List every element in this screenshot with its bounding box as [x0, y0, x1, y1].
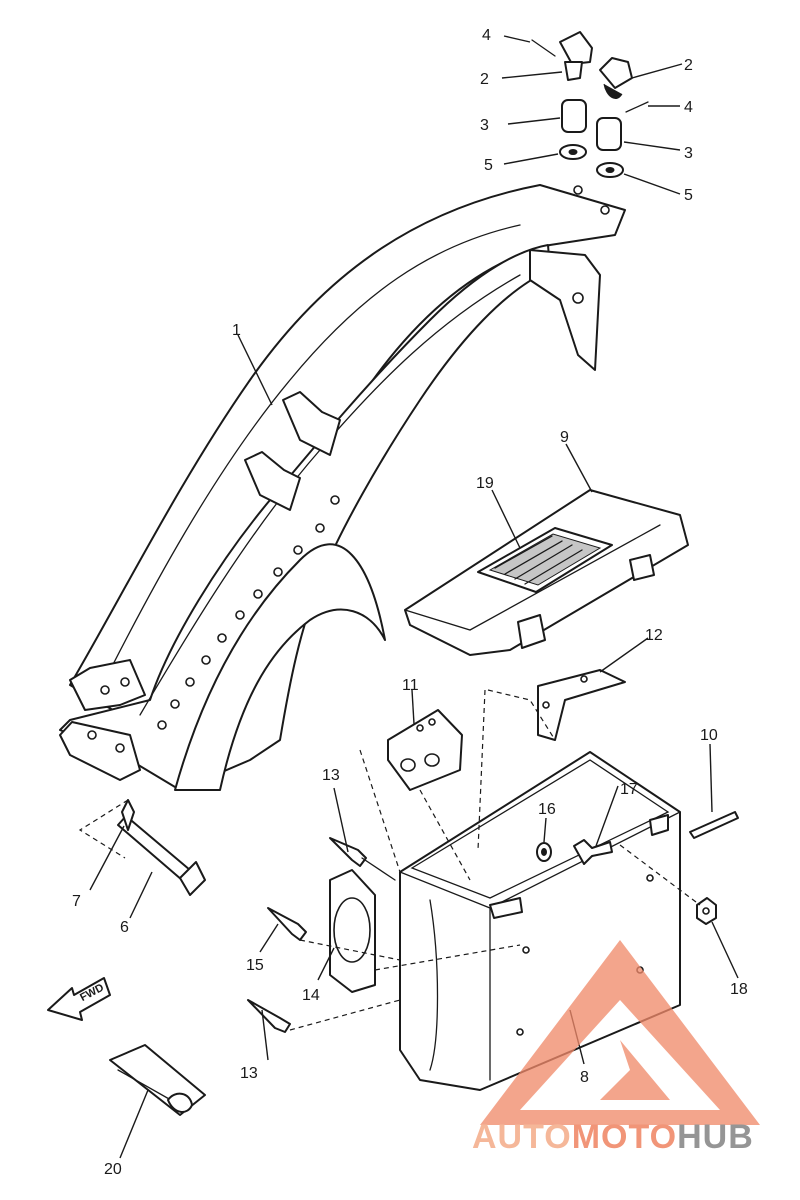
callout-5-left: 5	[484, 157, 493, 174]
hinge-bracket	[537, 669, 626, 741]
gasket-plate	[329, 869, 376, 993]
rear-fender	[59, 184, 626, 791]
watermark-moto: MOTO	[572, 1118, 677, 1156]
dashed-leaders	[289, 689, 701, 1031]
watermark-text: AUTOMOTOHUB	[472, 1118, 754, 1156]
top-mounting-hardware	[531, 31, 649, 178]
callout-4-left: 4	[482, 27, 491, 44]
watermark-logo: AUTOMOTOHUB	[472, 940, 760, 1156]
callout-14: 14	[302, 987, 320, 1004]
callout-5-right: 5	[684, 187, 693, 204]
fasteners	[247, 811, 739, 1033]
forward-arrow-icon: FWD	[47, 977, 111, 1021]
callout-2-left: 2	[480, 71, 489, 88]
watermark-auto: AUTO	[472, 1118, 572, 1156]
callout-11: 11	[402, 677, 419, 694]
callout-13-bottom: 13	[240, 1065, 258, 1082]
callout-20: 20	[104, 1161, 122, 1178]
callout-4-right: 4	[684, 99, 693, 116]
callout-2-right: 2	[684, 57, 693, 74]
callout-3-right: 3	[684, 145, 693, 162]
callout-labels: 1 2 2 3 3 4 4 5 5 6 7 8 9 10 11 12 13 13…	[72, 27, 748, 1178]
bolt-assembly	[78, 799, 206, 896]
watermark-hub: HUB	[677, 1118, 754, 1156]
callout-1: 1	[232, 322, 241, 339]
callout-7: 7	[72, 893, 81, 910]
callout-12: 12	[645, 627, 663, 644]
callout-13-top: 13	[322, 767, 340, 784]
connector	[109, 1044, 206, 1116]
callout-19: 19	[476, 475, 494, 492]
callout-8: 8	[580, 1069, 589, 1086]
callout-17: 17	[620, 781, 638, 798]
callout-9: 9	[560, 429, 569, 446]
callout-16: 16	[538, 801, 556, 818]
callout-10: 10	[700, 727, 718, 744]
lid-bracket	[387, 709, 463, 791]
saddlebag-lid	[404, 489, 689, 656]
callout-3-left: 3	[480, 117, 489, 134]
callout-18: 18	[730, 981, 748, 998]
callout-15: 15	[246, 957, 264, 974]
callout-6: 6	[120, 919, 129, 936]
